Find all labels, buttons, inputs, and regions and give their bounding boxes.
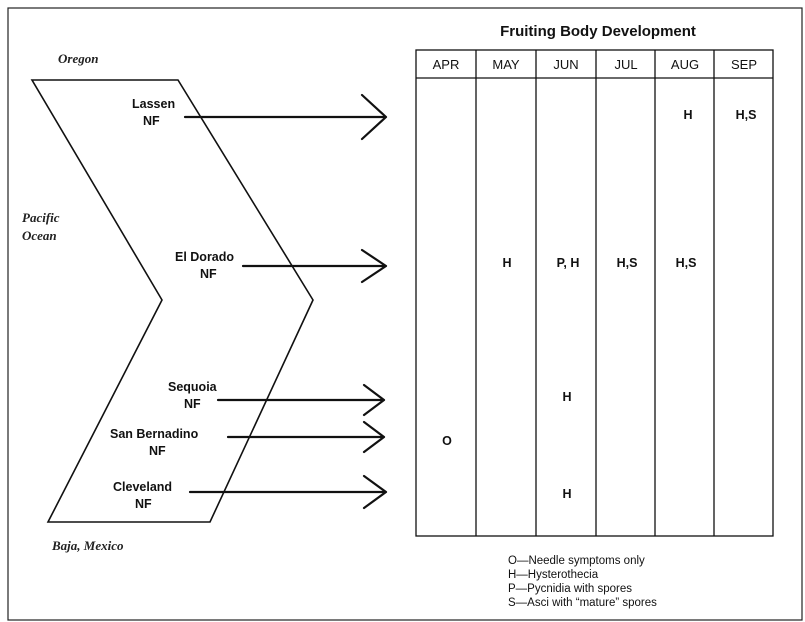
cell-el-dorado-aug: H,S xyxy=(676,256,697,270)
cell-lassen-aug: H xyxy=(683,108,692,122)
table-title: Fruiting Body Development xyxy=(500,23,696,40)
legend-item-s: S—Asci with “mature” spores xyxy=(508,597,657,609)
legend-item-h: H—Hysterothecia xyxy=(508,569,599,581)
forest-suffix-el-dorado: NF xyxy=(200,267,217,281)
cell-sequoia-jun: H xyxy=(562,390,571,404)
arrow-lassen xyxy=(183,93,388,141)
cell-el-dorado-jul: H,S xyxy=(617,256,638,270)
forest-name-lassen: Lassen xyxy=(132,97,175,111)
arrow-san-bernadino xyxy=(226,420,386,454)
south-label: Baja, Mexico xyxy=(51,538,124,553)
table-grid xyxy=(415,49,774,537)
legend-item-p: P—Pycnidia with spores xyxy=(508,583,632,595)
forest-suffix-lassen: NF xyxy=(143,114,160,128)
arrow-cleveland xyxy=(188,474,388,510)
cell-cleveland-jun: H xyxy=(562,487,571,501)
month-header-jul: JUL xyxy=(614,57,637,72)
month-header-apr: APR xyxy=(433,57,460,72)
cell-el-dorado-may: H xyxy=(502,256,511,270)
month-header-jun: JUN xyxy=(553,57,578,72)
legend: O—Needle symptoms only H—Hysterothecia P… xyxy=(508,555,657,609)
forest-suffix-san-bernadino: NF xyxy=(149,444,166,458)
forest-suffix-sequoia: NF xyxy=(184,397,201,411)
arrow-el-dorado xyxy=(241,248,388,284)
month-header-sep: SEP xyxy=(731,57,757,72)
legend-item-o: O—Needle symptoms only xyxy=(508,555,645,567)
arrow-sequoia xyxy=(216,383,386,417)
cell-el-dorado-jun: P, H xyxy=(557,256,580,270)
forest-suffix-cleveland: NF xyxy=(135,497,152,511)
cell-lassen-sep: H,S xyxy=(736,108,757,122)
month-header-aug: AUG xyxy=(671,57,699,72)
north-label: Oregon xyxy=(58,51,98,66)
figure-frame xyxy=(7,7,803,621)
forest-name-san-bernadino: San Bernadino xyxy=(110,427,199,441)
forest-name-cleveland: Cleveland xyxy=(113,480,172,494)
month-header-may: MAY xyxy=(492,57,520,72)
california-outline xyxy=(30,79,314,523)
cell-san-bernadino-apr: O xyxy=(442,434,452,448)
west-label-line2: Ocean xyxy=(22,228,57,243)
forest-name-el-dorado: El Dorado xyxy=(175,250,234,264)
west-label-line1: Pacific xyxy=(22,210,60,225)
forest-name-sequoia: Sequoia xyxy=(168,380,218,394)
